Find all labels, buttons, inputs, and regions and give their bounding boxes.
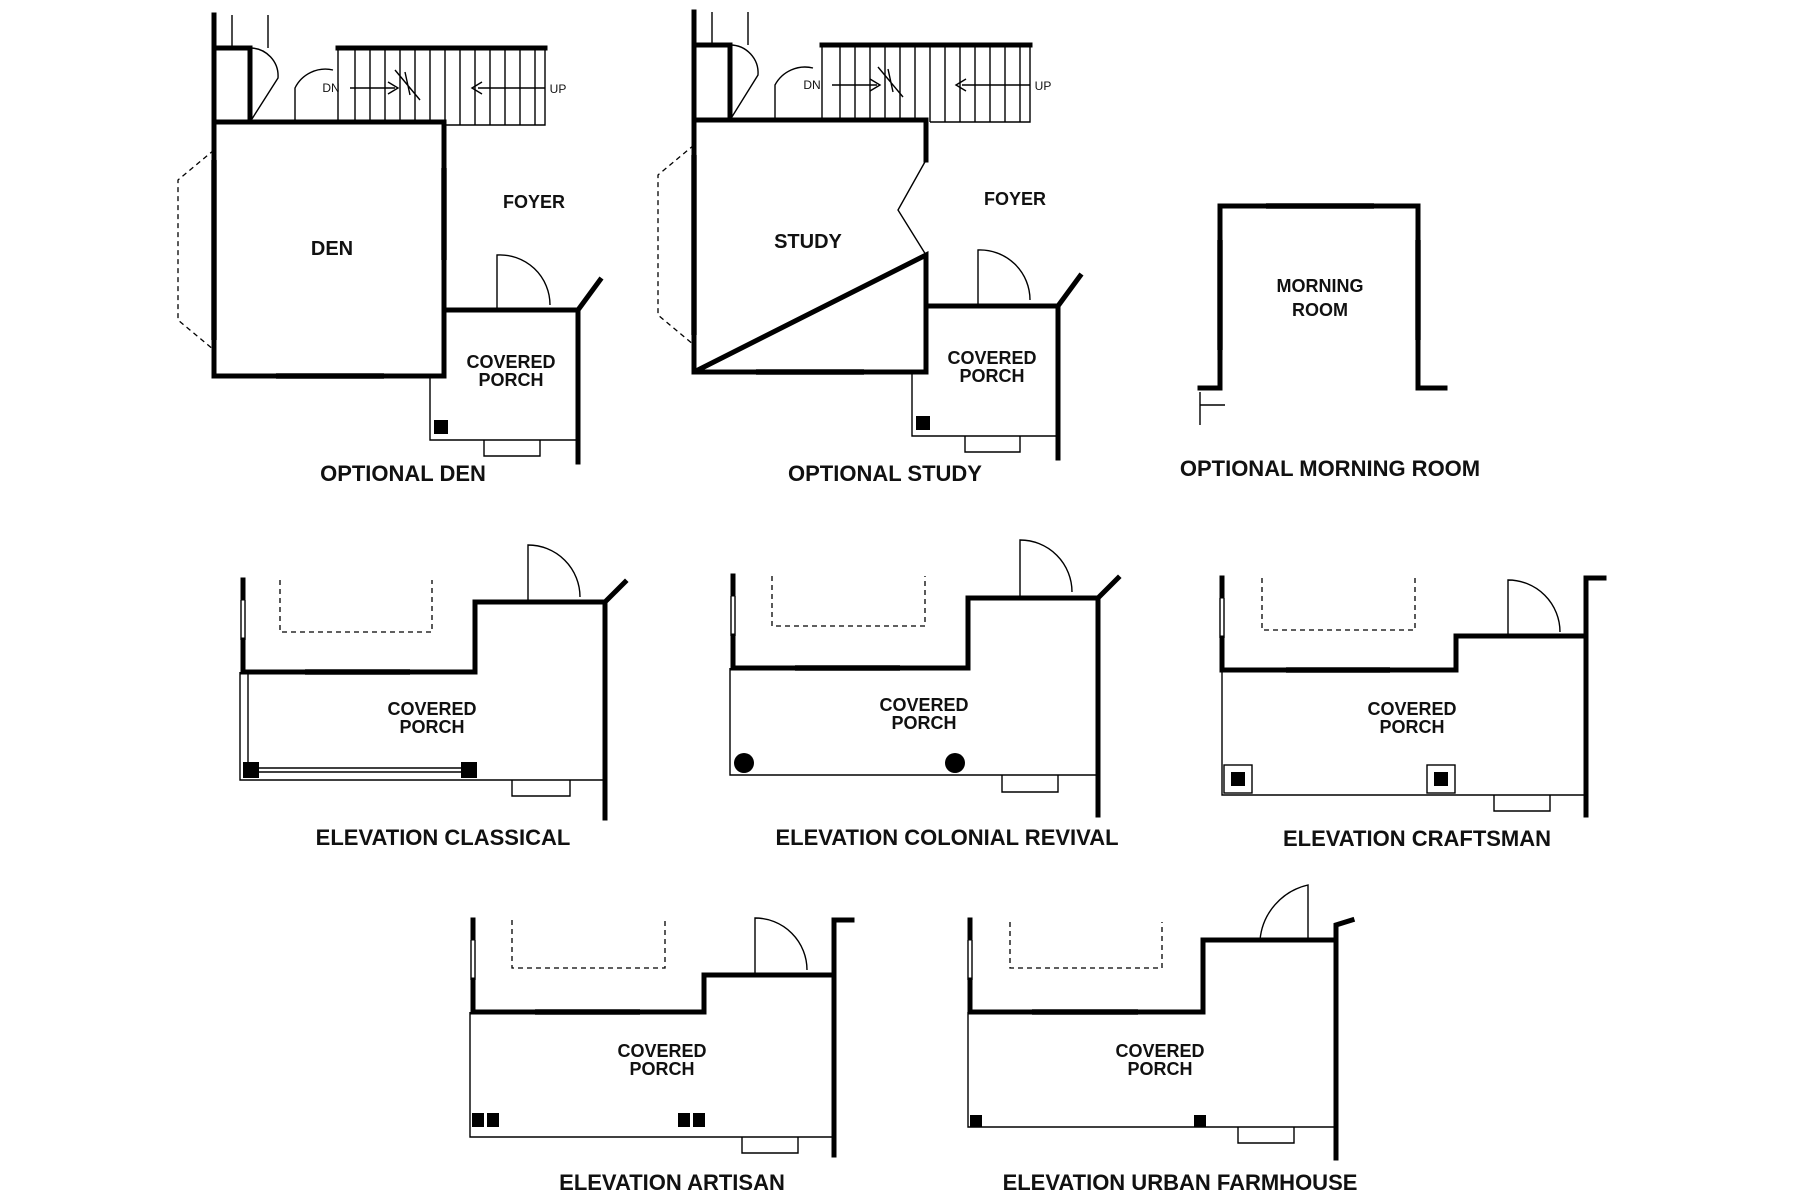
porch-label-line1: COVERED bbox=[947, 348, 1036, 368]
caption-optional-den: OPTIONAL DEN bbox=[320, 461, 486, 486]
caption-optional-morning-room: OPTIONAL MORNING ROOM bbox=[1180, 456, 1480, 481]
stair-study: DN UP bbox=[774, 42, 1052, 123]
room-label-foyer: FOYER bbox=[503, 192, 565, 212]
stair-up-label: UP bbox=[550, 82, 567, 96]
stair-dn-label: DN bbox=[322, 81, 339, 95]
porch-label-line2: PORCH bbox=[478, 370, 543, 390]
porch-label-line2: PORCH bbox=[891, 713, 956, 733]
plan-elevation-craftsman: COVERED PORCH ELEVATION CRAFTSMAN bbox=[1219, 575, 1607, 851]
porch-label-line2: PORCH bbox=[1127, 1059, 1192, 1079]
room-label-den: DEN bbox=[311, 238, 353, 260]
caption-optional-study: OPTIONAL STUDY bbox=[788, 461, 982, 486]
porch-label-line2: PORCH bbox=[959, 366, 1024, 386]
caption-elevation-artisan: ELEVATION ARTISAN bbox=[559, 1170, 785, 1195]
porch-label-line1: COVERED bbox=[617, 1041, 706, 1061]
room-label-foyer: FOYER bbox=[984, 189, 1046, 209]
porch-label-line2: PORCH bbox=[629, 1059, 694, 1079]
plan-elevation-artisan: COVERED PORCH ELEVATION ARTISAN bbox=[469, 917, 855, 1195]
caption-elevation-craftsman: ELEVATION CRAFTSMAN bbox=[1283, 826, 1551, 851]
stair-den: DN UP bbox=[294, 45, 567, 126]
porch-label-line1: COVERED bbox=[1115, 1041, 1204, 1061]
plan-elevation-urban-farmhouse: COVERED PORCH ELEVATION URBAN FARMHOUSE bbox=[967, 884, 1358, 1195]
plan-optional-study: DN UP STUDY FOYER COVERED PORCH OPTIONAL… bbox=[657, 9, 1084, 486]
porch-label-line1: COVERED bbox=[387, 699, 476, 719]
stair-dn-label: DN bbox=[803, 78, 820, 92]
plan-optional-morning-room: MORNING ROOM OPTIONAL MORNING ROOM bbox=[1180, 203, 1480, 481]
porch-label-line2: PORCH bbox=[399, 717, 464, 737]
stair-up-label: UP bbox=[1035, 79, 1052, 93]
caption-elevation-colonial-revival: ELEVATION COLONIAL REVIVAL bbox=[775, 825, 1118, 850]
caption-elevation-classical: ELEVATION CLASSICAL bbox=[316, 825, 571, 850]
room-label-study: STUDY bbox=[774, 231, 842, 253]
porch-label-line1: COVERED bbox=[466, 352, 555, 372]
caption-elevation-urban-farmhouse: ELEVATION URBAN FARMHOUSE bbox=[1003, 1170, 1358, 1195]
porch-label-line1: COVERED bbox=[879, 695, 968, 715]
porch-label-line2: PORCH bbox=[1379, 717, 1444, 737]
plan-optional-den: DN UP DEN FOYER COVERED PORCH OPTIONAL D… bbox=[177, 12, 604, 486]
plan-elevation-colonial-revival: COVERED PORCH ELEVATION COLONIAL REVIVAL bbox=[729, 539, 1122, 850]
porch-label-line1: COVERED bbox=[1367, 699, 1456, 719]
room-label-morning-line2: ROOM bbox=[1292, 300, 1348, 320]
room-label-morning-line1: MORNING bbox=[1277, 276, 1364, 296]
plan-elevation-classical: COVERED PORCH ELEVATION CLASSICAL bbox=[239, 544, 629, 850]
